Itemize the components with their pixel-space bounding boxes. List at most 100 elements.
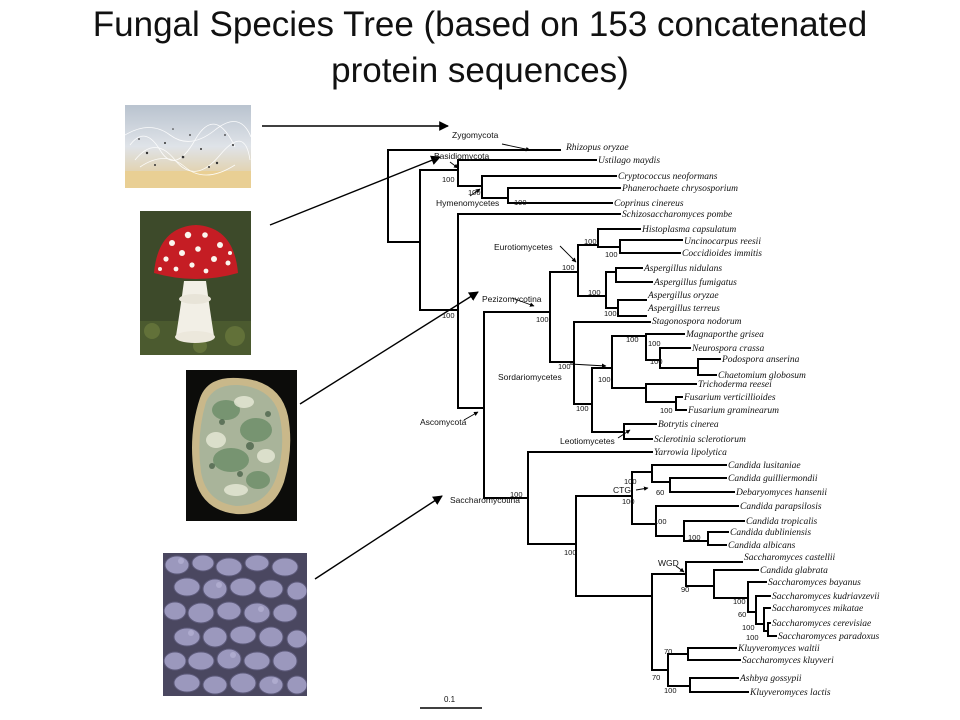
taxon-label: Chaetomium globosum [718,371,806,381]
label-zygomycota: Zygomycota [452,130,499,140]
bootstrap-value: 100 [624,477,637,486]
label-leotiomycetes: Leotiomycetes [560,436,615,446]
bootstrap-value: 100 [558,362,571,371]
mold-photo-icon [125,105,251,188]
taxon-label: Neurospora crassa [691,344,764,354]
bootstrap-values: 100 100 100 100 100 100 100 100 100 100 … [442,175,759,695]
taxon-label: Aspergillus fumigatus [653,277,737,288]
taxon-label: Candida guilliermondii [728,474,818,484]
bootstrap-value: 100 [562,263,575,272]
title-line-2: protein sequences) [331,51,629,90]
taxon-label: Botrytis cinerea [658,420,719,430]
taxon-label: Aspergillus nidulans [643,264,722,274]
bootstrap-value: 70 [652,673,660,682]
bootstrap-value: 100 [598,375,611,384]
taxon-label: Yarrowia lipolytica [654,448,727,458]
bootstrap-value: 90 [681,585,689,594]
slide-title: Fungal Species Tree (based on 153 concat… [0,2,960,94]
label-basidiomycota: Basidiomycota [434,151,490,161]
taxon-label: Saccharomyces mikatae [772,604,863,614]
bootstrap-value: 100 [733,597,746,606]
taxa-labels: Rhizopus oryzae Ustilago maydis Cryptoco… [565,143,880,698]
taxon-label: Candida glabrata [760,566,828,576]
taxon-label: Phanerochaete chrysosporium [621,184,738,194]
bootstrap-value: 100 [622,497,635,506]
taxon-label: Aspergillus terreus [647,304,720,314]
bootstrap-value: 60 [738,610,746,619]
taxon-label: Saccharomyces cerevisiae [772,619,871,629]
title-line-1: Fungal Species Tree (based on 153 concat… [92,5,868,44]
taxon-label: Histoplasma capsulatum [641,225,736,235]
label-hymenomycetes: Hymenomycetes [436,198,499,208]
taxon-label: Candida parapsilosis [740,502,822,512]
taxon-label: Trichoderma reesei [698,380,772,390]
taxon-label: Ustilago maydis [598,156,660,166]
bootstrap-value: 100 [510,490,523,499]
taxon-label: Candida dubliniensis [730,528,811,538]
bootstrap-value: 60 [656,488,664,497]
bootstrap-value: 100 [514,198,527,207]
label-saccharomycotina: Saccharomycotina [450,495,520,505]
taxon-label: Kluyveromyces waltii [737,644,820,654]
arrow-basidiomycota [269,155,441,226]
bootstrap-value: 100 [588,288,601,297]
taxon-label: Saccharomyces paradoxus [778,632,880,642]
bootstrap-value: 100 [648,339,661,348]
scale-bar: 0.1 [420,695,482,709]
bootstrap-value: 100 [626,335,639,344]
arrow-pezizomycotina [299,291,479,405]
taxon-label: Saccharomyces bayanus [768,578,861,588]
taxon-label: Magnaporthe grisea [685,330,764,340]
taxon-label: Schizosaccharomyces pombe [622,210,732,220]
taxon-label: Debaryomyces hansenii [735,488,827,498]
taxon-label: Sclerotinia sclerotiorum [654,435,746,445]
bootstrap-value: 100 [536,315,549,324]
taxon-label: Aspergillus oryzae [647,291,719,301]
taxon-label: Rhizopus oryzae [565,143,629,153]
taxon-label: Cryptococcus neoformans [618,171,718,182]
bootstrap-value: 70 [664,647,672,656]
taxon-label: Saccharomyces kluyveri [742,656,834,666]
bootstrap-value: 100 [605,250,618,259]
taxon-label: Fusarium verticillioides [683,393,776,403]
taxon-label: Candida albicans [728,541,796,551]
bootstrap-value: 100 [442,175,455,184]
bootstrap-value: 100 [654,517,667,526]
taxon-label: Coccidioides immitis [682,249,762,259]
bootstrap-value: 100 [688,533,701,542]
taxon-label: Candida tropicalis [746,517,817,527]
bootstrap-value: 100 [746,633,759,642]
label-wgd: WGD [658,558,679,568]
taxon-label: Fusarium graminearum [687,406,779,416]
yeast-photo-icon [163,553,307,696]
moldy-bread-photo-icon [186,370,297,521]
taxon-label: Stagonospora nodorum [652,317,742,327]
taxon-label: Podospora anserina [721,355,800,365]
bootstrap-value: 100 [584,237,597,246]
taxon-label: Saccharomyces castellii [744,553,836,563]
mushroom-photo-icon [140,211,251,355]
bootstrap-value: 100 [564,548,577,557]
bootstrap-value: 100 [664,686,677,695]
taxon-label: Saccharomyces kudriavzevii [772,592,880,602]
taxon-label: Uncinocarpus reesii [684,237,761,247]
taxon-label: Coprinus cinereus [614,199,684,209]
bootstrap-value: 100 [576,404,589,413]
bootstrap-value: 100 [742,623,755,632]
bootstrap-value: 100 [468,188,481,197]
label-pezizomycotina: Pezizomycotina [482,294,542,304]
taxon-label: Candida lusitaniae [728,461,801,471]
label-ascomycota: Ascomycota [420,417,467,427]
bootstrap-value: 100 [604,309,617,318]
label-sordariomycetes: Sordariomycetes [498,372,562,382]
label-ctg: CTG [613,485,631,495]
scale-bar-label: 0.1 [444,695,456,704]
bootstrap-value: 100 [442,311,455,320]
label-eurotiomycetes: Eurotiomycetes [494,242,553,252]
taxon-label: Kluyveromyces lactis [749,688,831,698]
arrow-saccharomycotina [314,495,443,580]
bootstrap-value: 100 [660,406,673,415]
bootstrap-value: 100 [650,357,663,366]
taxon-label: Ashbya gossypii [739,674,802,684]
